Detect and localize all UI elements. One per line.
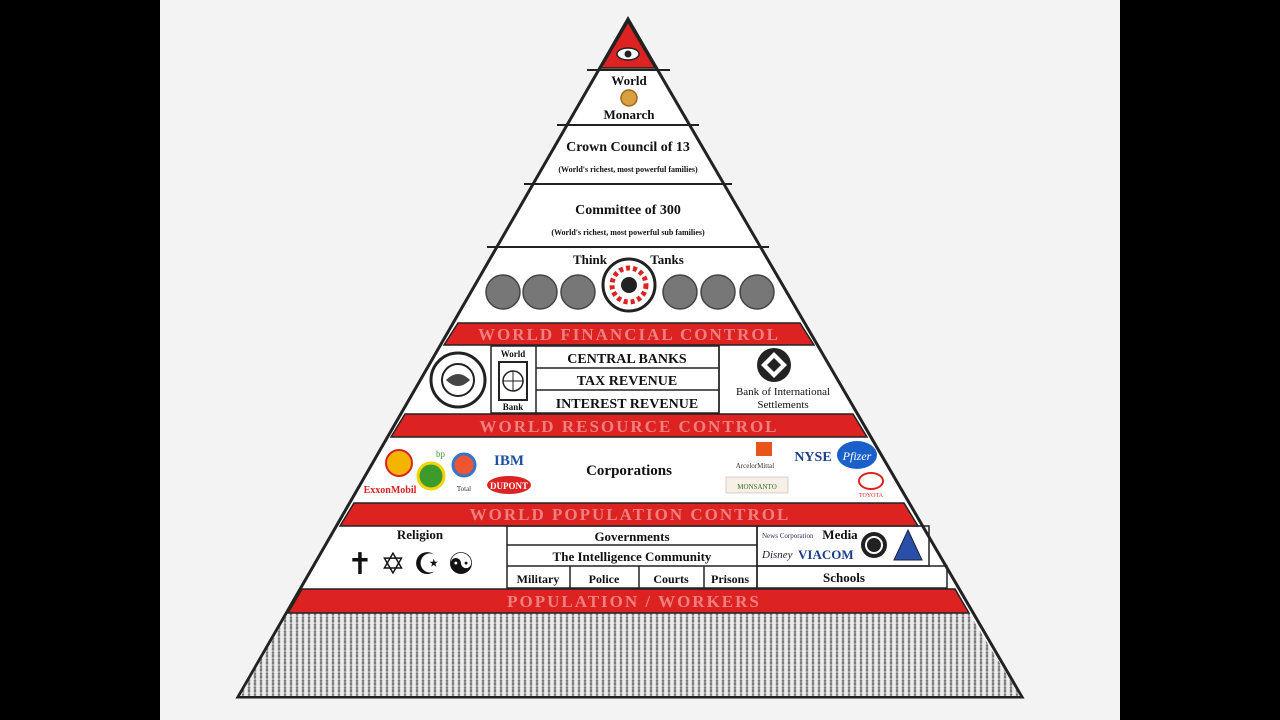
pfizer-logo: Pfizer	[842, 449, 872, 463]
religion-label: Religion	[397, 527, 444, 542]
monsanto-logo: MONSANTO	[737, 483, 777, 491]
think-tank-seal-icon	[485, 274, 521, 310]
society-tier: Governments The Intelligence Community M…	[347, 525, 948, 589]
think-tank-seal-icon	[560, 274, 596, 310]
bis-line2: Settlements	[757, 399, 808, 411]
yin-yang-icon: ☯	[448, 548, 475, 581]
bp-logo-icon	[416, 461, 446, 491]
ibm-logo: IBM	[494, 453, 524, 469]
think-tank-seal-icon	[700, 274, 736, 310]
intelligence-label: The Intelligence Community	[553, 549, 712, 564]
tax-revenue-label: TAX REVENUE	[577, 374, 677, 389]
governments-label: Governments	[594, 529, 669, 544]
workers-crowd	[240, 613, 1020, 696]
arcelormittal-logo: ArcelorMittal	[736, 462, 775, 470]
total-logo-icon	[451, 452, 477, 478]
world-bank-line2: Bank	[503, 402, 524, 412]
toyota-logo-icon	[858, 472, 884, 490]
arcelormittal-logo-icon	[756, 442, 772, 456]
corporations-tier: Corporations ExxonMobil bp Total IBM DUP…	[364, 441, 884, 499]
viacom-logo: VIACOM	[798, 547, 854, 562]
band-resource	[389, 413, 869, 438]
crown-council-subtitle: (World's richest, most powerful families…	[558, 165, 698, 174]
crown-icon	[620, 89, 638, 107]
dupont-logo: DUPONT	[490, 481, 528, 491]
think-label: Think	[573, 252, 608, 267]
ge-logo-icon	[861, 532, 887, 558]
nyse-logo: NYSE	[794, 450, 831, 465]
bp-logo: bp	[436, 449, 446, 459]
crown-council-title: Crown Council of 13	[566, 140, 690, 155]
media-label: Media	[822, 527, 858, 542]
band-population-control-label: WORLD POPULATION CONTROL	[470, 505, 791, 524]
star-of-david-icon: ✡	[380, 548, 405, 581]
band-financial-label: WORLD FINANCIAL CONTROL	[478, 325, 780, 344]
prisons-label: Prisons	[711, 572, 749, 586]
think-tanks-tier: Think Tanks	[485, 252, 775, 313]
disney-logo: Disney	[761, 549, 793, 561]
police-label: Police	[589, 572, 620, 586]
military-label: Military	[517, 572, 560, 586]
band-financial	[442, 322, 816, 346]
world-monarch-line2: Monarch	[603, 107, 655, 122]
total-logo: Total	[457, 485, 471, 493]
band-workers	[286, 588, 971, 614]
crescent-icon: ☪	[414, 548, 441, 581]
courts-label: Courts	[653, 572, 689, 586]
cross-icon: ✝	[347, 548, 372, 581]
dupont-logo-icon	[487, 476, 531, 494]
all-seeing-eye-apex	[599, 20, 657, 69]
exxonmobil-logo: ExxonMobil	[364, 485, 417, 496]
committee-subtitle: (World's richest, most powerful sub fami…	[551, 228, 705, 237]
finance-tier: CENTRAL BANKS TAX REVENUE INTEREST REVEN…	[429, 345, 830, 414]
band-resource-label: WORLD RESOURCE CONTROL	[479, 417, 778, 436]
committee-title: Committee of 300	[575, 203, 681, 218]
central-banks-label: CENTRAL BANKS	[567, 352, 687, 367]
band-workers-label: POPULATION / WORKERS	[507, 592, 761, 611]
pyramid-outline	[235, 16, 1025, 699]
corporations-label: Corporations	[586, 463, 672, 479]
tanks-label: Tanks	[650, 252, 684, 267]
toyota-logo: TOYOTA	[859, 493, 884, 499]
think-tank-seal-icon	[662, 274, 698, 310]
pfizer-logo-icon	[837, 441, 877, 469]
news-corp-logo: News Corporation	[762, 532, 814, 540]
think-tank-seal-icon	[739, 274, 775, 310]
world-monarch-line1: World	[611, 73, 647, 88]
interest-revenue-label: INTEREST REVENUE	[556, 397, 699, 412]
shell-logo-icon	[385, 449, 413, 477]
think-tank-seal-icon	[522, 274, 558, 310]
bis-line1: Bank of International	[736, 386, 830, 398]
pyramid-eye-logo-icon	[893, 528, 923, 561]
world-bank-line1: World	[501, 349, 526, 359]
schools-label: Schools	[823, 570, 865, 585]
band-population-control	[338, 502, 920, 527]
